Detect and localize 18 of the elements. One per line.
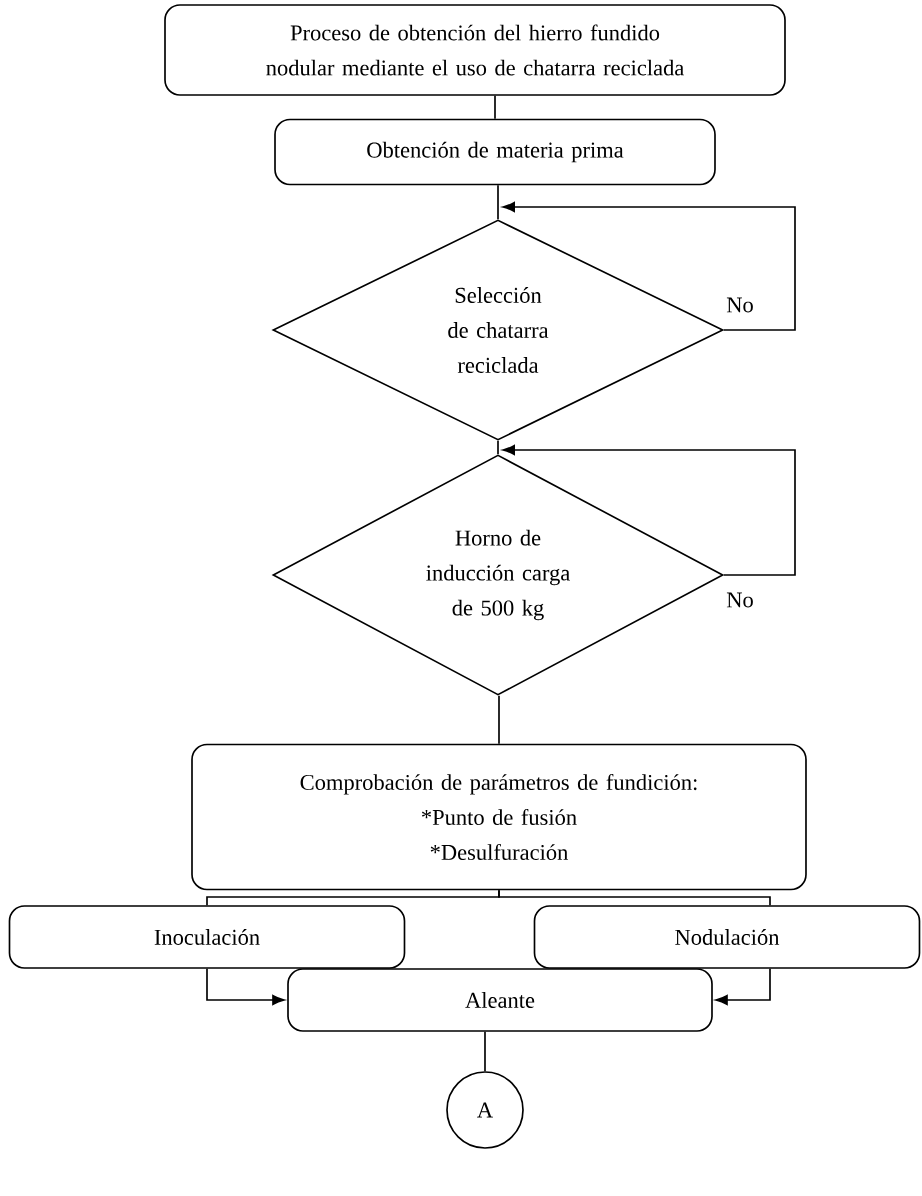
process-box: Comprobación de parámetros de fundición: *Punto de fusión *Desulfuración <box>191 743 807 891</box>
connector-line <box>498 695 500 745</box>
process-box: Proceso de obtención del hierro fundido nodular mediante el uso de chatarra reciclada <box>164 4 786 96</box>
process-box: Nodulación <box>533 905 921 969</box>
connector-line <box>715 968 771 1006</box>
connector-line <box>498 889 771 906</box>
edge-label: No <box>724 295 756 315</box>
process-box: Inoculación <box>8 905 406 969</box>
connector-line <box>206 968 285 1006</box>
process-box: Obtención de materia prima <box>274 118 716 186</box>
process-box: Aleante <box>287 968 713 1032</box>
edge-label: No <box>724 590 756 610</box>
connector-line <box>502 444 796 576</box>
connector-line <box>497 184 499 220</box>
connector-line <box>502 201 796 331</box>
connector-line <box>484 1031 486 1072</box>
connector-line <box>497 440 499 455</box>
connector-line <box>494 95 496 120</box>
